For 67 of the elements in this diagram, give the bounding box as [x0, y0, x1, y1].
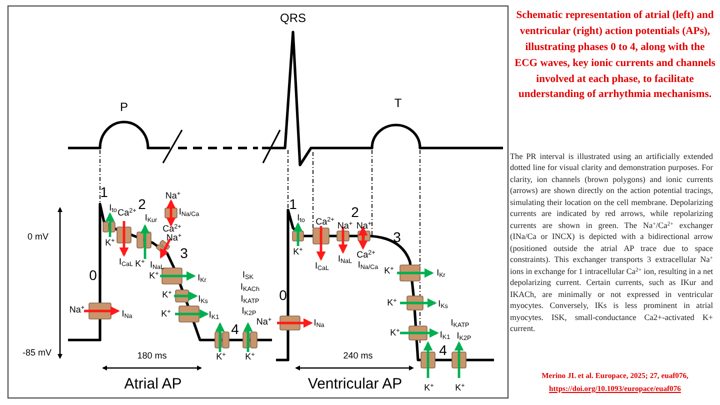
ion-label: Na$^{+}$	[165, 192, 181, 200]
current-label: I$_{Kur}$	[144, 214, 158, 222]
current-label: I$_{to}$	[297, 214, 305, 222]
duration-label: 180 ms	[137, 352, 167, 360]
ion-label: K$^{+}$	[245, 352, 255, 362]
current-label: I$_{Ks}$	[438, 300, 448, 308]
phase-number: 1	[100, 185, 108, 199]
current-label: I$_{Kr}$	[198, 274, 206, 282]
current-label: I$_{K2P}$	[456, 332, 472, 340]
current-label: I$_{Ks}$	[198, 294, 208, 304]
ion-label: Ca$^{2+}$	[316, 218, 334, 226]
current-label: I$_{K1}$	[440, 330, 450, 340]
phase-number: 2	[138, 197, 146, 211]
wave-label: T	[394, 97, 402, 109]
phase-number: 3	[180, 246, 188, 260]
current-label: I$_{Na/Ca}$	[178, 208, 200, 216]
current-label: I$_{K2P}$	[242, 306, 256, 316]
current-label: I$_{CaL}$	[118, 258, 134, 266]
phase-number: 2	[351, 205, 359, 219]
ion-label: K$^{+}$	[162, 290, 172, 300]
current-label: I$_{SK}$	[242, 270, 254, 280]
phase-number: 4	[439, 343, 447, 357]
ion-label: K$^{+}$	[424, 384, 434, 392]
current-label: I$_{KATP}$	[450, 318, 470, 328]
voltage-label: 0 mV	[28, 232, 48, 242]
phase-number: 1	[289, 197, 297, 211]
phase-number: 0	[279, 288, 287, 302]
ion-label: Na$^{+}$	[166, 234, 182, 242]
ion-label: Ca$^{2+}$	[356, 250, 376, 260]
current-label: I$_{Na}$	[122, 310, 132, 318]
description-paragraph: The PR interval is illustrated using an artificially extended dotted line for visual clarity and demonstration purposes. For clarity, ion channels (brown polygons) and ionic currents (arrows) are shown directly on the action potential tracings, simulating their location on the cell membrane. Depolarizing currents are indicated by red arrows, while repolarizing currents are shown in green. The Na$^{+}$/Ca$^{2+}$ exchanger (INa/Ca or INCX) is depicted with a bidirectional arrow (positioned outside the atrial AP trace due to space constraints). This exchanger transports 3 extracellular Na$^{+}$ ions in exchange for 1 intracellular Ca$^{2+}$ ion, resulting in a net depolarizing current. Certain currents, such as IKur and IKACh, are minimally or not expressed in ventricular myocytes. Conversely, IKs is less prominent in atrial myocytes. ISK, small-conductance Ca2+-activated K+ current.	[510, 151, 713, 335]
ion-label: K$^{+}$	[149, 272, 159, 280]
wave-label: QRS	[280, 12, 306, 24]
ion-label: K$^{+}$	[216, 352, 226, 362]
phase-number: 4	[231, 322, 239, 336]
current-label: I$_{KATP}$	[240, 294, 260, 304]
current-label: I$_{NaL}$	[150, 260, 164, 270]
ion-label: Na$^{+}$	[69, 306, 85, 314]
wave-label: P	[120, 101, 128, 113]
ion-label: K$^{+}$	[387, 298, 397, 308]
ion-label: Ca$^{2+}$	[162, 224, 182, 234]
ion-label: Na$^{+}$	[337, 222, 353, 230]
current-label: I$_{Na}$	[314, 318, 324, 328]
ion-label: K$^{+}$	[384, 266, 394, 276]
ion-label: K$^{+}$	[455, 384, 465, 392]
voltage-label: -85 mV	[22, 348, 52, 358]
current-label: I$_{CaL}$	[314, 262, 330, 270]
current-label: I$_{K1}$	[208, 310, 220, 320]
current-label: I$_{to}$	[109, 204, 117, 212]
ion-label: K$^{+}$	[293, 248, 303, 256]
ion-label: Na$^{+}$	[356, 222, 372, 230]
title: Schematic representation of atrial (left) and ventricular (right) action potentials (APs), illustrating phases 0 to 4, along with the ECG waves, key ionic currents and channels involved at each phase, to facilitate understanding of arrhythmia mechanisms.	[514, 9, 716, 102]
ion-label: K$^{+}$	[390, 328, 400, 338]
ion-label: Na$^{+}$	[256, 318, 272, 326]
ion-label: K$^{+}$	[105, 238, 115, 248]
ion-label: Ca$^{2+}$	[118, 208, 136, 218]
phase-number: 0	[89, 268, 97, 282]
current-label: I$_{Na/Ca}$	[358, 260, 378, 270]
ion-label: K$^{+}$	[135, 260, 145, 268]
ion-label: K$^{+}$	[161, 310, 171, 318]
phase-number: 3	[393, 230, 401, 244]
duration-label: 240 ms	[343, 352, 373, 360]
trace-title: Ventricular AP	[308, 376, 402, 392]
current-label: I$_{KACh}$	[240, 282, 260, 292]
current-label: I$_{NaL}$	[338, 254, 352, 264]
current-label: I$_{Kr}$	[436, 268, 446, 278]
trace-title: Atrial AP	[124, 376, 182, 392]
